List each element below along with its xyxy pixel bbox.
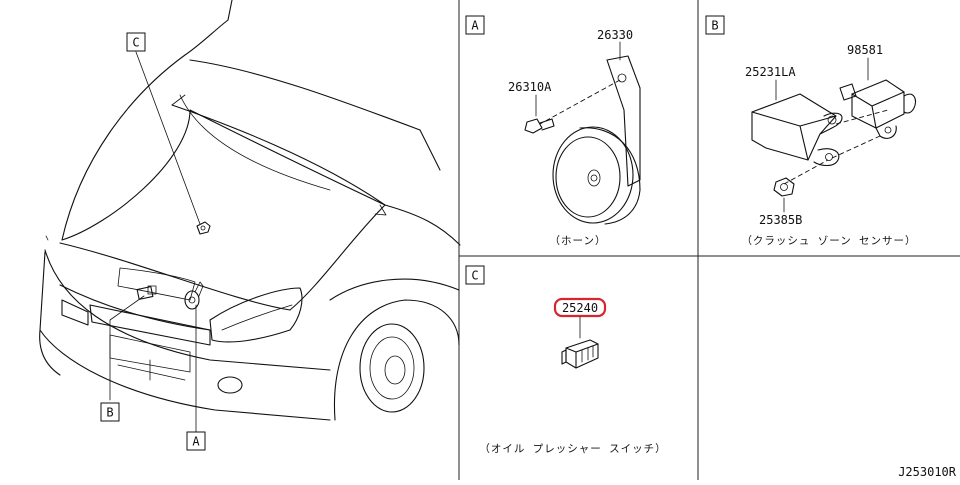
panel-a: A 26330 26310A （ホーン） (465, 15, 641, 247)
horn-bolt (524, 118, 555, 134)
part-number-nut: 25385B (759, 213, 802, 227)
panel-b: B 98581 25231LA (705, 15, 917, 247)
vehicle-front-illustration (39, 0, 461, 421)
panel-b-tag (705, 15, 725, 35)
caption-crash-sensor: （クラッシュ ゾーン センサー） (741, 235, 916, 247)
part-number-bolt: 26310A (508, 80, 552, 94)
svg-text:B: B (106, 406, 113, 420)
panel-a-tag-label: A (471, 19, 479, 33)
panel-c: C 25240 （オイル プレッシャー スイッチ） (465, 265, 666, 455)
part-number-oil-switch: 25240 (562, 301, 598, 315)
highlight-ring (553, 297, 607, 318)
callout-a: A (186, 431, 206, 451)
panel-grid (458, 0, 960, 480)
callout-b: B (100, 402, 120, 422)
panel-c-tag (465, 265, 485, 285)
caption-horn: （ホーン） (550, 235, 607, 247)
car-part-horn (184, 281, 204, 310)
horn-bracket (606, 55, 641, 187)
caption-oil-switch: （オイル プレッシャー スイッチ） (479, 443, 666, 455)
part-number-sensor: 25231LA (745, 65, 796, 79)
horn-body (552, 126, 641, 225)
svg-text:A: A (192, 435, 200, 449)
part-number-bracket: 26330 (597, 28, 633, 42)
callout-c: C (126, 32, 146, 52)
car-part-oil-switch (196, 221, 211, 235)
panel-b-tag-label: B (711, 19, 718, 33)
sensor-nut (773, 177, 795, 197)
panel-c-tag-label: C (471, 269, 478, 283)
part-number-connector: 98581 (847, 43, 883, 57)
panel-a-tag (465, 15, 485, 35)
oil-pressure-switch (561, 339, 599, 369)
car-part-crash-sensor (136, 285, 157, 300)
sensor-connector (839, 79, 917, 139)
svg-text:C: C (132, 36, 139, 50)
crash-zone-sensor (751, 93, 843, 167)
drawing-code: J253010R (898, 465, 957, 479)
